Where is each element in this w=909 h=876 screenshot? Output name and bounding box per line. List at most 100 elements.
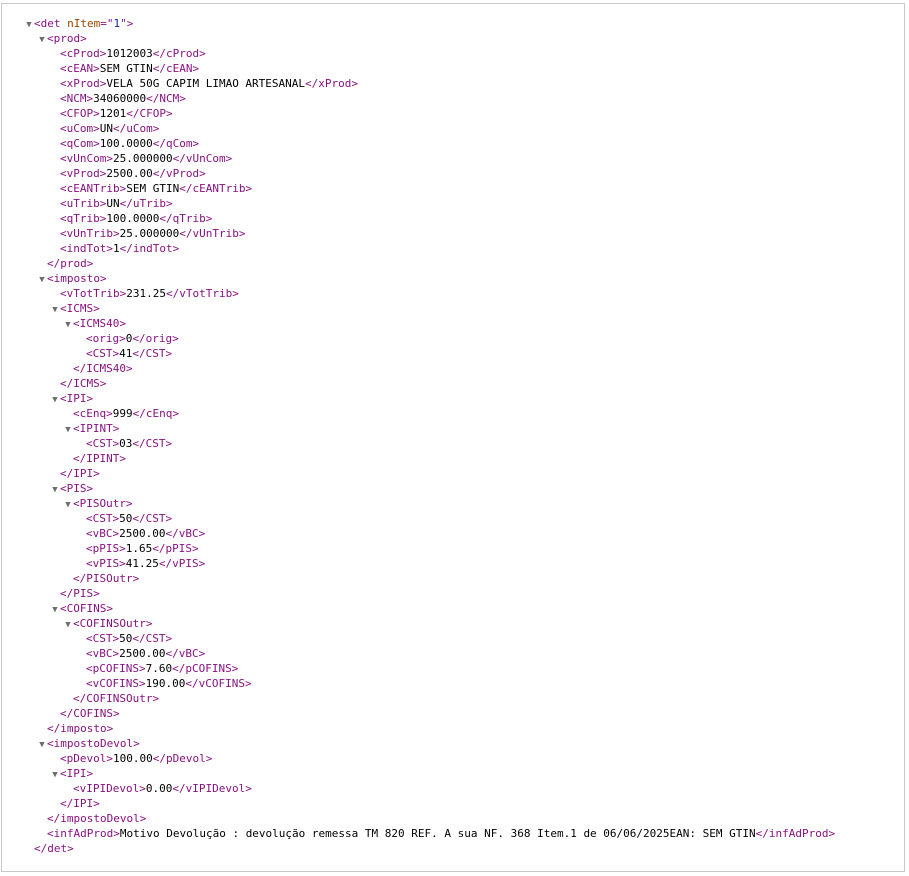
triangle-down-icon[interactable]: ▼ — [65, 500, 71, 510]
tag-open-end: > — [86, 767, 94, 780]
xml-line-leaf: <CST>50</CST> — [2, 631, 904, 646]
element-text: 1201 — [99, 107, 127, 120]
xml-line-leaf: <NCM>34060000</NCM> — [2, 91, 904, 106]
tag-open: <IPI — [60, 392, 87, 405]
xml-line-open: ▼<PIS> — [2, 481, 904, 496]
triangle-down-icon[interactable]: ▼ — [52, 395, 58, 405]
tag-close: </vUnCom> — [172, 152, 233, 165]
tag-open: <vIPIDevol> — [73, 782, 146, 795]
triangle-down-icon[interactable]: ▼ — [65, 425, 71, 435]
tag-close: </impostoDevol> — [47, 812, 147, 825]
xml-line-leaf: <uCom>UN</uCom> — [2, 121, 904, 136]
tag-open: <CST> — [86, 347, 120, 360]
element-text: 41.25 — [125, 557, 159, 570]
tag-close: </pCOFINS> — [172, 662, 239, 675]
xml-line-close: </imposto> — [2, 721, 904, 736]
xml-line-open: ▼<IPI> — [2, 391, 904, 406]
tag-open: <cEnq> — [73, 407, 113, 420]
xml-line-open: ▼<COFINSOutr> — [2, 616, 904, 631]
tag-close: </IPINT> — [73, 452, 126, 465]
tag-open-end: > — [93, 302, 100, 315]
xml-line-close: </IPINT> — [2, 451, 904, 466]
xml-line-close: </IPI> — [2, 796, 904, 811]
xml-line-close: </det> — [2, 841, 904, 856]
tag-open: <ICMS — [60, 302, 94, 315]
triangle-down-icon[interactable]: ▼ — [26, 20, 32, 30]
tag-open: <indTot> — [60, 242, 113, 255]
element-text: Motivo Devolução : devolução remessa TM … — [119, 827, 756, 840]
tag-open-end: > — [86, 482, 94, 495]
tag-close: </IPI> — [60, 467, 100, 480]
xml-line-leaf: <uTrib>UN</uTrib> — [2, 196, 904, 211]
tag-open-end: > — [119, 317, 126, 330]
triangle-down-icon[interactable]: ▼ — [52, 605, 58, 615]
element-text: UN — [99, 122, 113, 135]
xml-line-leaf: <cEnq>999</cEnq> — [2, 406, 904, 421]
tag-open-end: > — [112, 422, 120, 435]
element-text: 03 — [119, 437, 133, 450]
xml-line-open: ▼<ICMS> — [2, 301, 904, 316]
tag-open: <COFINS — [60, 602, 107, 615]
xml-line-leaf: <indTot>1</indTot> — [2, 241, 904, 256]
xml-line-leaf: <cEAN>SEM GTIN</cEAN> — [2, 61, 904, 76]
tag-close: </vProd> — [152, 167, 206, 180]
tag-open: <cEANTrib> — [60, 182, 127, 195]
xml-line-open: ▼<IPINT> — [2, 421, 904, 436]
xml-line-leaf: <vBC>2500.00</vBC> — [2, 526, 904, 541]
tag-open: <imposto — [47, 272, 100, 285]
tag-open: <impostoDevol — [47, 737, 134, 750]
tag-open: <CFOP> — [60, 107, 100, 120]
tag-open: <uTrib> — [60, 197, 107, 210]
attr-quote: " — [120, 17, 127, 30]
element-text: 25.000000 — [119, 227, 180, 240]
tag-close: </indTot> — [119, 242, 180, 255]
triangle-down-icon[interactable]: ▼ — [52, 305, 58, 315]
triangle-down-icon[interactable]: ▼ — [39, 275, 45, 285]
tag-close: </qCom> — [152, 137, 200, 150]
triangle-down-icon[interactable]: ▼ — [65, 320, 71, 330]
xml-viewer-frame: ▼<det nItem="1">▼<prod><cProd>1012003</c… — [1, 3, 905, 872]
element-text: 0 — [125, 332, 133, 345]
triangle-down-icon[interactable]: ▼ — [65, 620, 71, 630]
tag-close: </cEnq> — [132, 407, 179, 420]
attr-name: nItem — [60, 17, 101, 30]
tag-open: <IPI — [60, 767, 87, 780]
xml-line-open: ▼<IPI> — [2, 766, 904, 781]
triangle-down-icon[interactable]: ▼ — [39, 35, 45, 45]
triangle-down-icon[interactable]: ▼ — [39, 740, 45, 750]
tag-open: <pDevol> — [60, 752, 113, 765]
tag-open: <CST> — [86, 632, 120, 645]
tag-open: <vBC> — [86, 527, 120, 540]
xml-line-leaf: <vBC>2500.00</vBC> — [2, 646, 904, 661]
tag-open: <det — [34, 17, 61, 30]
tag-close: </xProd> — [305, 77, 359, 90]
tag-open-end: > — [133, 737, 140, 750]
element-text: 231.25 — [126, 287, 166, 300]
triangle-down-icon[interactable]: ▼ — [52, 485, 58, 495]
tag-close: </PISOutr> — [73, 572, 140, 585]
element-text: 25.000000 — [112, 152, 173, 165]
xml-line-leaf: <vPIS>41.25</vPIS> — [2, 556, 904, 571]
xml-tree: ▼<det nItem="1">▼<prod><cProd>1012003</c… — [2, 16, 904, 871]
attr-value: 1 — [113, 17, 121, 30]
xml-line-close: </PIS> — [2, 586, 904, 601]
tag-close: </imposto> — [47, 722, 114, 735]
xml-line-open: ▼<imposto> — [2, 271, 904, 286]
tag-open: <ICMS40 — [73, 317, 120, 330]
triangle-down-icon[interactable]: ▼ — [52, 770, 58, 780]
tag-close: </ICMS40> — [73, 362, 133, 375]
tag-close: </det> — [34, 842, 74, 855]
xml-line-leaf: <pCOFINS>7.60</pCOFINS> — [2, 661, 904, 676]
tag-close: </pPIS> — [152, 542, 199, 555]
tag-open: <vBC> — [86, 647, 120, 660]
tag-open: <prod — [47, 32, 81, 45]
xml-line-leaf: <vProd>2500.00</vProd> — [2, 166, 904, 181]
xml-line-leaf: <CST>03</CST> — [2, 436, 904, 451]
tag-close: </infAdProd> — [755, 827, 836, 840]
tag-open: <IPINT — [73, 422, 113, 435]
tag-open: <PISOutr — [73, 497, 126, 510]
element-text: 7.60 — [145, 662, 173, 675]
element-text: 34060000 — [93, 92, 147, 105]
tag-open: <pCOFINS> — [86, 662, 146, 675]
tag-close: </IPI> — [60, 797, 100, 810]
